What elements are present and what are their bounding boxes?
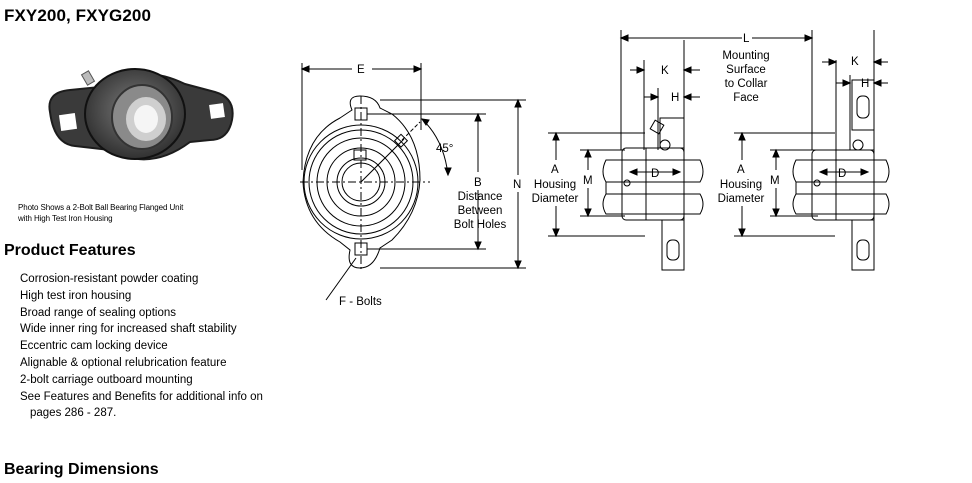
label-A: A [551,164,559,176]
label-K: K [661,65,669,77]
label-D: D [651,168,659,180]
label-housing: Diameter [718,193,765,205]
photo-caption: Photo Shows a 2-Bolt Ball Bearing Flange… [18,202,238,224]
label-D: D [838,168,846,180]
label-angle: 45° [436,143,453,155]
label-mounting: Mounting [722,50,769,62]
label-F-bolts: F - Bolts [339,296,382,308]
page-title: FXY200, FXYG200 [4,6,152,25]
feature-list: Corrosion-resistant powder coating High … [20,271,270,422]
label-H: H [671,92,679,104]
label-H: H [861,78,869,90]
feature-item-line: See Features and Benefits for additional… [20,390,263,403]
label-mounting: Surface [726,64,766,76]
label-housing: Housing [720,179,762,191]
product-photo [48,68,234,161]
label-K: K [851,56,859,68]
feature-item: High test iron housing [20,289,132,302]
feature-item: See Features and Benefits for additional… [20,389,270,423]
feature-item: Wide inner ring for increased shaft stab… [20,323,237,336]
label-L: L [743,33,750,45]
label-housing: Diameter [532,193,579,205]
feature-item: Broad range of sealing options [20,306,176,319]
feature-item: Alignable & optional relubrication featu… [20,356,227,369]
label-B-desc: Between [458,205,503,217]
label-B-desc: Bolt Holes [454,219,507,231]
label-A: A [737,164,745,176]
feature-item-line: pages 286 - 287. [30,407,117,420]
label-B: B [474,177,482,189]
bearing-dimensions-heading: Bearing Dimensions [4,461,159,478]
label-housing: Housing [534,179,576,191]
product-features-heading: Product Features [4,242,136,259]
label-N: N [513,179,521,191]
photo-caption-line: Photo Shows a 2-Bolt Ball Bearing Flange… [18,203,184,212]
feature-item: 2-bolt carriage outboard mounting [20,373,193,386]
feature-item: Corrosion-resistant powder coating [20,273,199,285]
feature-item: Eccentric cam locking device [20,340,168,353]
label-M: M [583,175,593,187]
label-mounting: to Collar [725,78,768,90]
label-M: M [770,175,780,187]
label-mounting: Face [733,92,759,104]
photo-caption-line: with High Test Iron Housing [18,214,113,223]
label-B-desc: Distance [458,191,503,203]
label-E: E [357,64,365,76]
